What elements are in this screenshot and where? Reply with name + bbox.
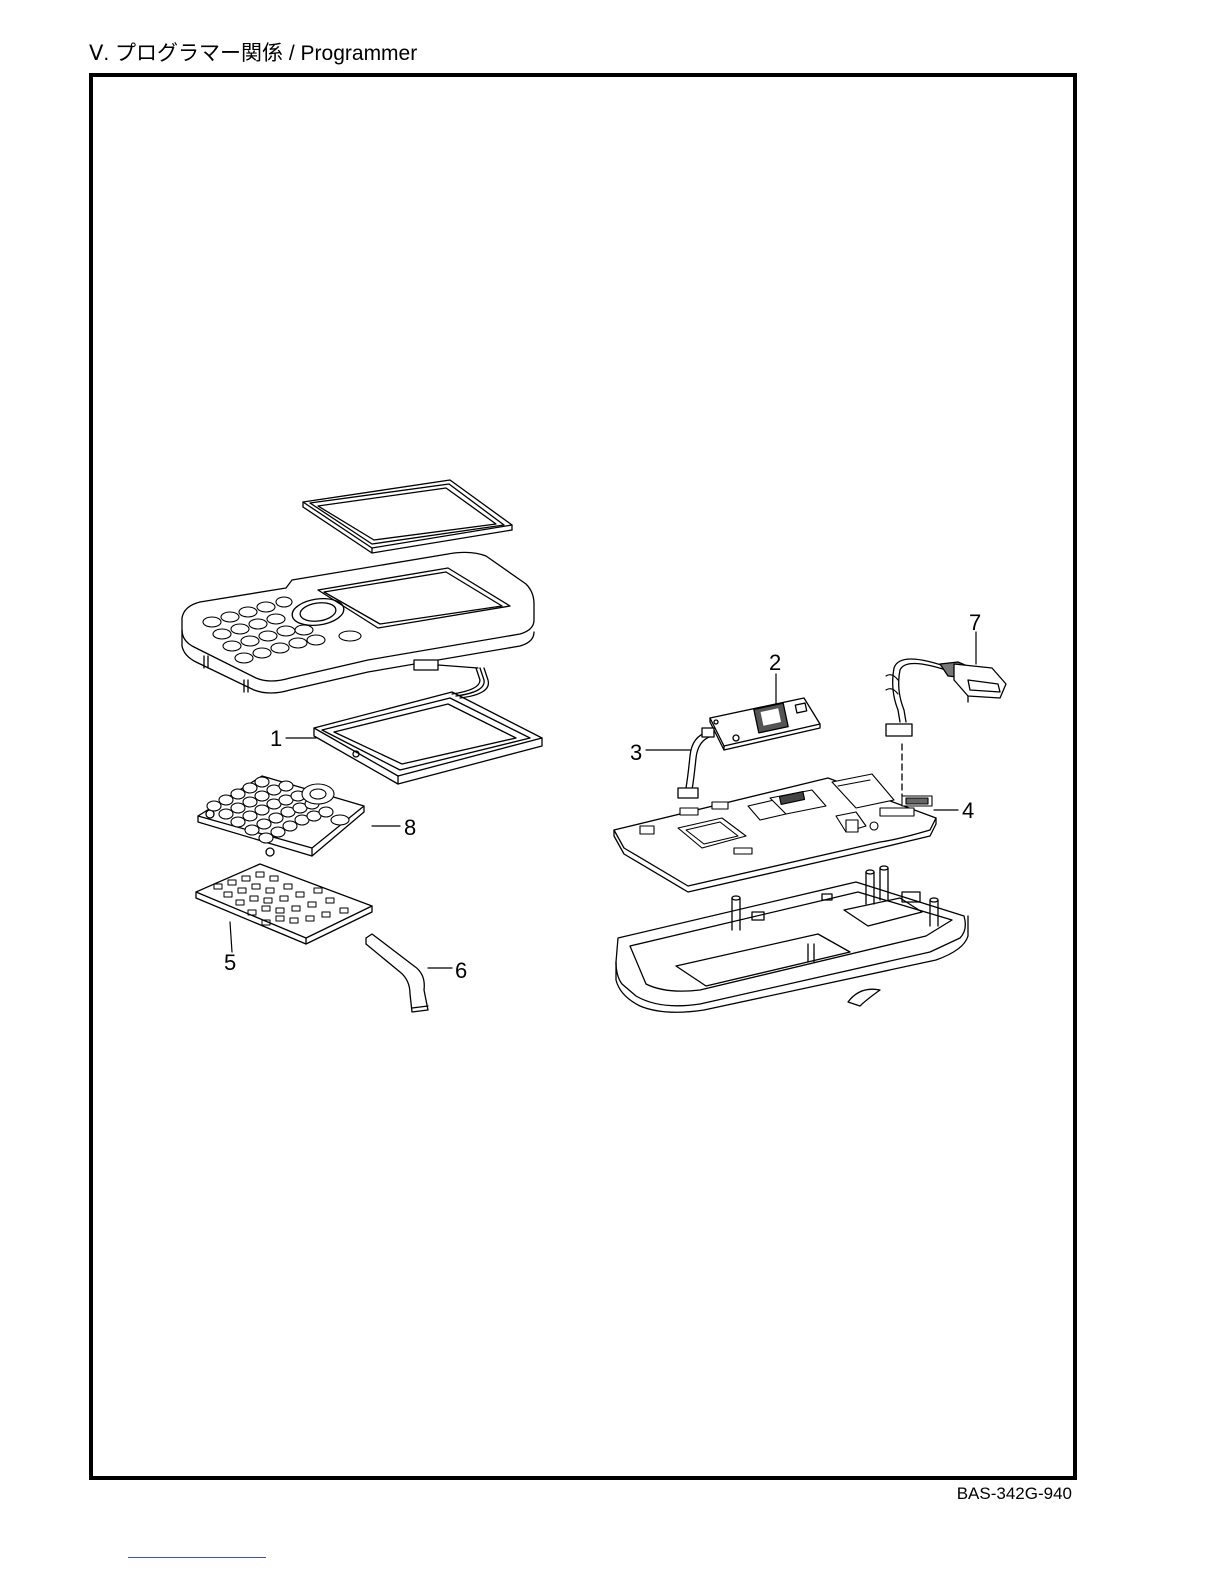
footer-rule (128, 1557, 266, 1558)
key-switch-board (196, 864, 372, 944)
callout-3: 3 (630, 740, 642, 766)
dsub-cable (886, 659, 1006, 736)
rear-case (616, 866, 968, 1012)
callout-6: 6 (455, 958, 467, 984)
callout-5: 5 (224, 950, 236, 976)
callout-4: 4 (962, 798, 974, 824)
callout-1: 1 (270, 726, 282, 752)
document-code: BAS-342G-940 (957, 1483, 1072, 1505)
inverter-board (710, 698, 820, 750)
callout-7: 7 (969, 610, 981, 636)
callout-2: 2 (769, 650, 781, 676)
lcd-panel (314, 660, 542, 784)
rubber-keypad (198, 776, 364, 856)
screen-protector-sheet (303, 480, 512, 553)
inverter-cable (678, 728, 714, 798)
flat-cable (366, 934, 428, 1012)
callout-8: 8 (404, 815, 416, 841)
